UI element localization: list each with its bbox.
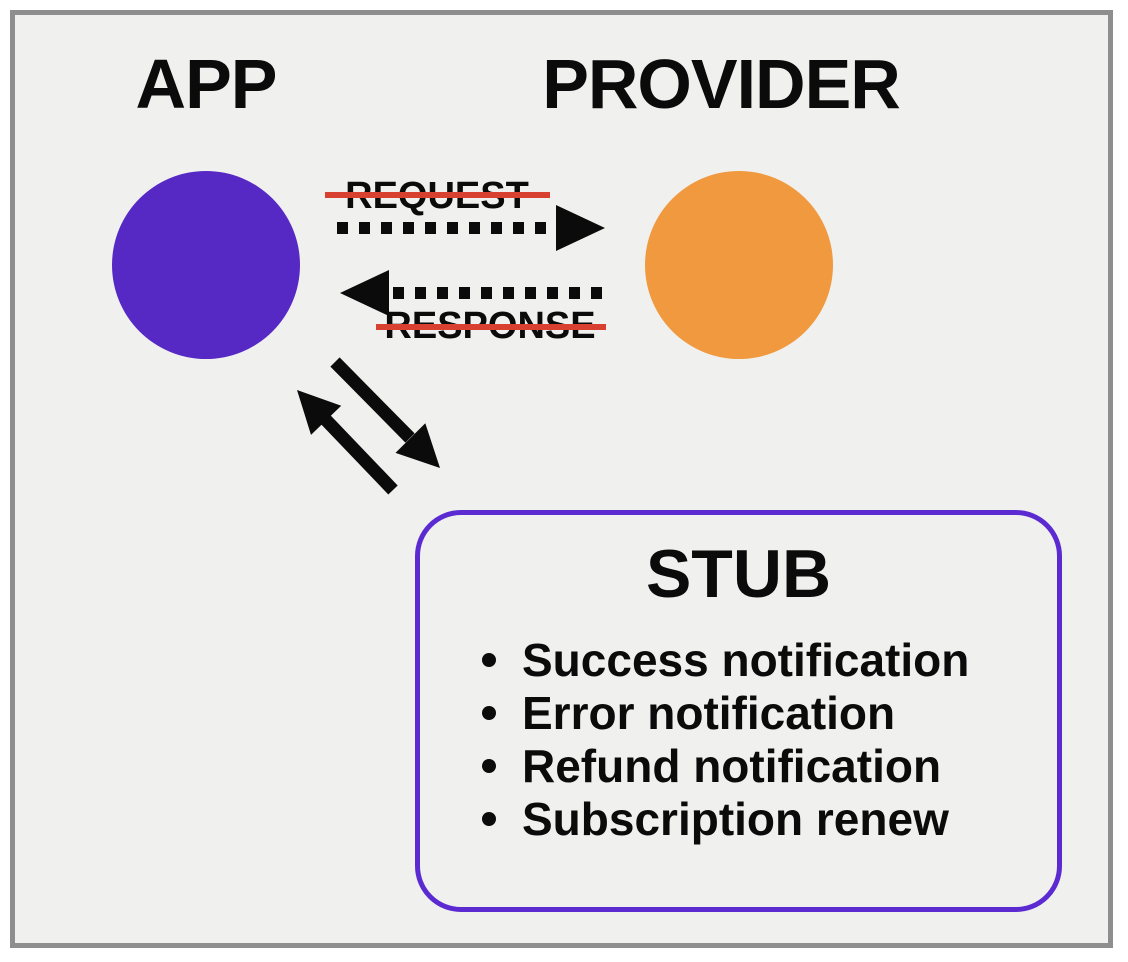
bullet-icon xyxy=(482,652,496,667)
provider-node-circle xyxy=(645,171,833,359)
app-node-circle xyxy=(112,171,300,359)
bullet-icon xyxy=(482,811,496,826)
bullet-icon xyxy=(482,705,496,720)
request-strikethrough-line xyxy=(325,192,550,198)
diagram-frame xyxy=(10,10,1113,948)
bullet-icon xyxy=(482,758,496,773)
stub-list-item-label: Success notification xyxy=(522,633,970,686)
stub-list-item-label: Subscription renew xyxy=(522,792,949,845)
response-strikethrough-line xyxy=(376,324,606,330)
stub-list: Success notification Error notification … xyxy=(420,633,1057,845)
stub-list-item-label: Error notification xyxy=(522,686,896,739)
provider-node-label: PROVIDER xyxy=(542,45,901,123)
stub-list-item: Error notification xyxy=(482,686,1057,739)
stub-box: STUB Success notification Error notifica… xyxy=(415,510,1062,912)
app-node-label: APP xyxy=(135,45,278,123)
stub-list-item-label: Refund notification xyxy=(522,739,942,792)
stub-list-item: Success notification xyxy=(482,633,1057,686)
stub-title: STUB xyxy=(645,536,832,612)
stub-list-item: Subscription renew xyxy=(482,792,1057,845)
stub-list-item: Refund notification xyxy=(482,739,1057,792)
